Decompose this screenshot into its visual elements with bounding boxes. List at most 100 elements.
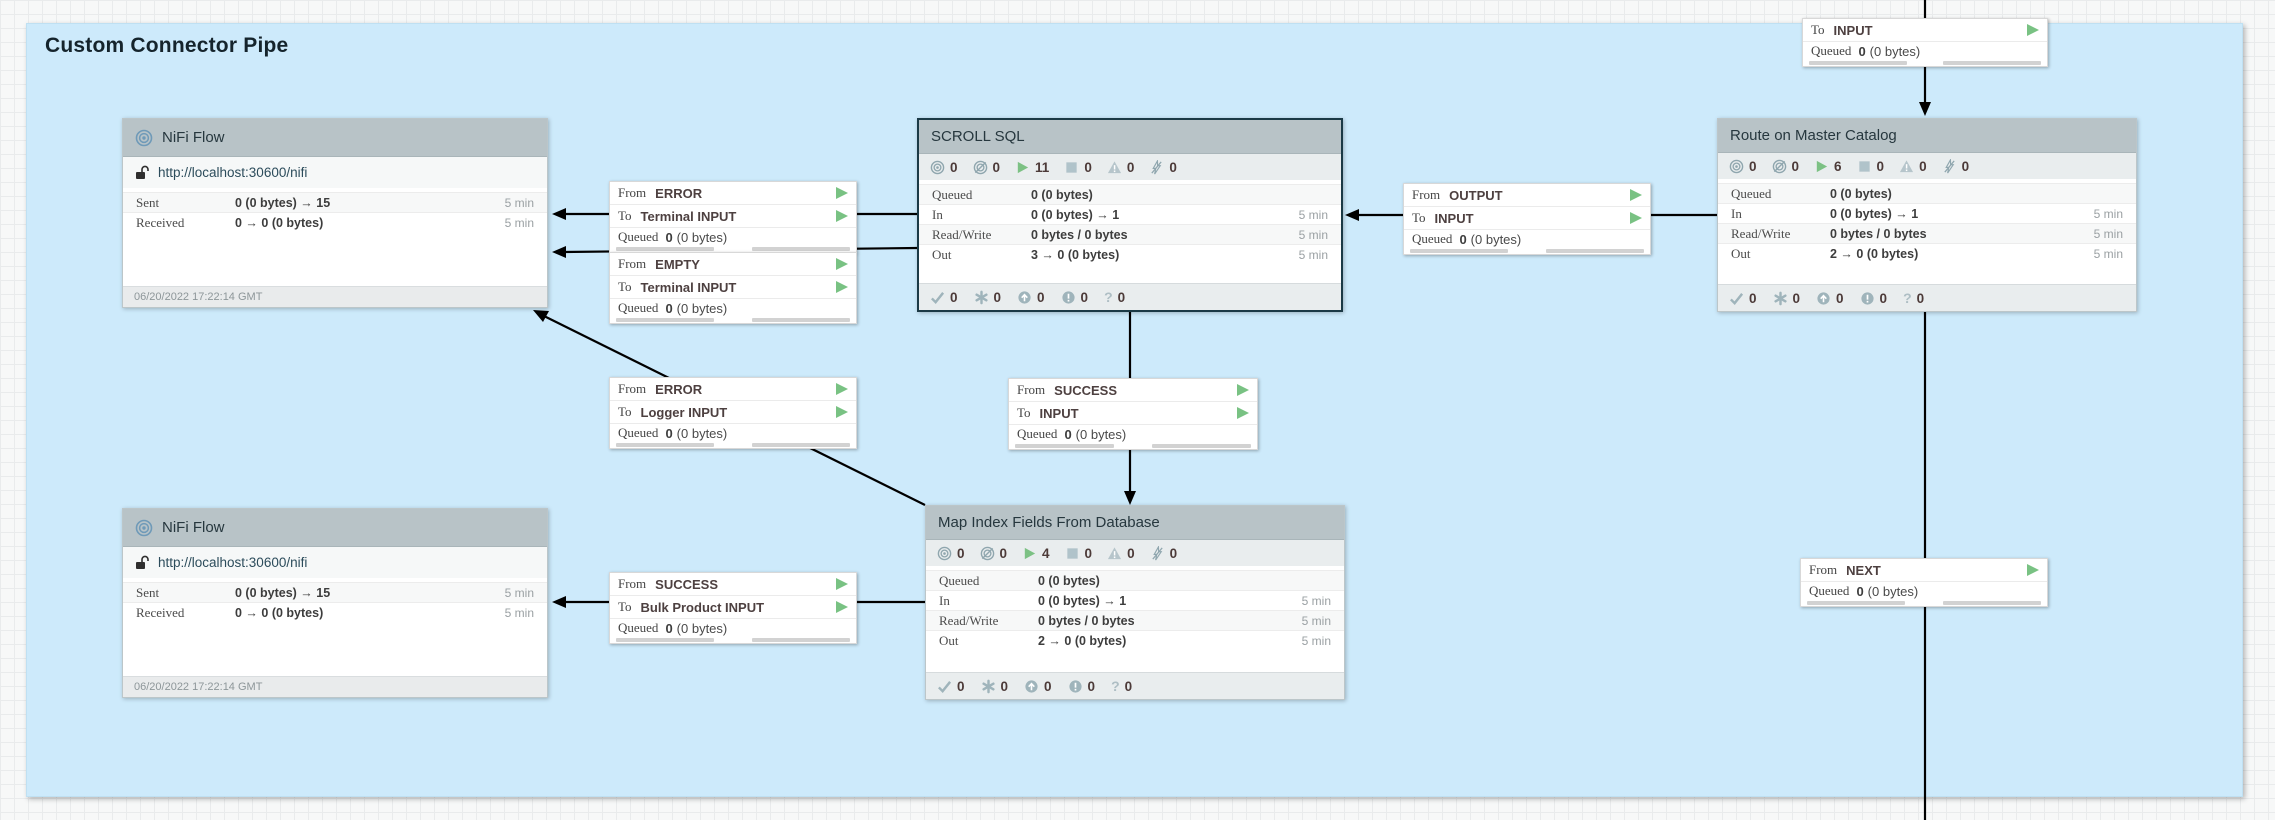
crossed-lightning-icon	[1151, 159, 1163, 174]
process-group-header: Map Index Fields From Database	[926, 506, 1344, 540]
stopped-icon	[1066, 161, 1077, 173]
connection-queued-row: Queued 0 (0 bytes)	[1811, 43, 1921, 59]
warning-triangle-icon	[1108, 546, 1122, 559]
green-arrow-icon	[1630, 212, 1642, 224]
connection-queued-row: Queued 0 (0 bytes)	[1017, 426, 1127, 442]
green-arrow-icon	[836, 406, 848, 418]
process-group-name: SCROLL SQL	[931, 128, 1025, 145]
process-group-name: Map Index Fields From Database	[938, 514, 1160, 531]
not-transmitting-icon	[980, 546, 994, 560]
connection-to-row: To Bulk Product INPUT	[610, 596, 856, 619]
connection-from-next[interactable]: From NEXT Queued 0 (0 bytes)	[1800, 558, 2048, 607]
stale-status: 0	[1816, 291, 1844, 306]
card-spacer	[123, 622, 547, 676]
circle-up-arrow-icon	[1817, 291, 1830, 305]
stat-row-in: In 0 (0 bytes) → 1 5 min	[919, 204, 1341, 224]
remote-process-group-icon	[135, 129, 153, 146]
remote-group-header: NiFi Flow	[123, 509, 547, 547]
running-icon	[1816, 160, 1828, 172]
remote-process-group-nifi-flow-top[interactable]: NiFi Flow http://localhost:30600/nifi Se…	[122, 118, 548, 308]
flow-label-title: Custom Connector Pipe	[45, 34, 289, 57]
stale-status: 0	[1024, 679, 1052, 694]
connection-to-row: To INPUT	[1404, 207, 1650, 230]
connection-queued-row: Queued 0 (0 bytes)	[1412, 231, 1522, 247]
warning-triangle-icon	[1107, 160, 1121, 173]
stopped-icon	[1858, 160, 1870, 172]
invalid-status: 0	[1107, 160, 1134, 175]
not-transmitting-icon	[1772, 159, 1786, 173]
locally-modified-status: 0	[974, 290, 1001, 305]
green-arrow-icon	[2027, 564, 2039, 576]
remote-group-name: NiFi Flow	[162, 129, 225, 146]
remote-process-group-nifi-flow-bottom[interactable]: NiFi Flow http://localhost:30600/nifi Se…	[122, 508, 548, 698]
connection-from-row: From ERROR	[610, 378, 856, 401]
invalid-status: 0	[1107, 546, 1135, 561]
transmitting-status: 0	[937, 546, 965, 561]
question-icon: ?	[1111, 678, 1120, 694]
running-status: 11	[1015, 160, 1049, 175]
running-status: 6	[1814, 159, 1842, 174]
stat-row-received: Received 0 → 0 (0 bytes) 5 min	[123, 602, 547, 622]
connection-queued-row: Queued 0 (0 bytes)	[1809, 583, 1919, 599]
remote-group-refresh-timestamp: 06/20/2022 17:22:14 GMT	[123, 286, 547, 307]
connection-success-input[interactable]: From SUCCESS To INPUT Queued 0 (0 bytes)	[1008, 378, 1258, 450]
queue-capacity-bars	[1801, 599, 2047, 606]
process-group-status-bar: 0 0 11 0 0 0	[919, 154, 1341, 184]
circle-exclamation-icon	[1860, 291, 1874, 305]
process-group-route-on-master-catalog[interactable]: Route on Master Catalog 0 0 6 0 0 0 Queu…	[1717, 118, 2137, 312]
connection-error-logger-input[interactable]: From ERROR To Logger INPUT Queued 0 (0 b…	[609, 377, 857, 449]
not-transmitting-status: 0	[973, 160, 1000, 175]
sync-failure-status: ? 0	[1111, 678, 1133, 694]
stat-row-sent: Sent 0 (0 bytes) → 15 5 min	[123, 582, 547, 602]
process-group-header: Route on Master Catalog	[1718, 119, 2136, 153]
running-icon	[1024, 547, 1036, 559]
transmitting-status: 0	[1729, 159, 1757, 174]
transmitting-icon	[930, 160, 945, 174]
up-to-date-status: 0	[1729, 291, 1757, 306]
stat-row-read-write: Read/Write 0 bytes / 0 bytes 5 min	[1718, 223, 2136, 243]
stale-status: 0	[1017, 290, 1045, 305]
locally-modified-and-stale-status: 0	[1061, 290, 1088, 305]
stat-row-queued: Queued 0 (0 bytes)	[919, 184, 1341, 204]
stat-row-sent: Sent 0 (0 bytes) → 15 5 min	[123, 192, 547, 212]
connection-to-input-top[interactable]: To INPUT Queued 0 (0 bytes)	[1802, 18, 2048, 67]
process-group-status-bar: 0 0 6 0 0 0	[1718, 153, 2136, 183]
connection-from-row: From SUCCESS	[610, 573, 856, 596]
process-group-map-index-fields[interactable]: Map Index Fields From Database 0 0 4 0 0…	[925, 505, 1345, 700]
green-arrow-icon	[1237, 407, 1249, 419]
sync-failure-status: ? 0	[1104, 289, 1126, 305]
green-arrow-icon	[836, 601, 848, 613]
transmitting-status: 0	[930, 160, 958, 175]
locally-modified-status: 0	[981, 679, 1008, 694]
queue-capacity-bars	[610, 245, 856, 252]
process-group-status-bar: 0 0 4 0 0 0	[926, 540, 1344, 570]
connection-from-row: From EMPTY	[610, 253, 856, 276]
version-control-bar: 0 0 0 0 ? 0	[926, 672, 1344, 699]
unlocked-padlock-icon	[136, 555, 149, 569]
asterisk-icon	[1773, 291, 1787, 305]
connection-from-row: From ERROR	[610, 182, 856, 205]
connection-empty-terminal-input[interactable]: From EMPTY To Terminal INPUT Queued 0 (0…	[609, 252, 857, 324]
connection-from-row: From OUTPUT	[1404, 184, 1650, 207]
connection-success-bulk-product-input[interactable]: From SUCCESS To Bulk Product INPUT Queue…	[609, 572, 857, 644]
running-icon	[1017, 161, 1029, 173]
remote-group-refresh-timestamp: 06/20/2022 17:22:14 GMT	[123, 676, 547, 697]
crossed-lightning-icon	[1943, 158, 1955, 173]
remote-group-header: NiFi Flow	[123, 119, 547, 157]
asterisk-icon	[981, 679, 995, 693]
disabled-status: 0	[1942, 158, 1969, 174]
disabled-status: 0	[1149, 159, 1177, 175]
stat-row-read-write: Read/Write 0 bytes / 0 bytes 5 min	[926, 610, 1344, 630]
sync-failure-status: ? 0	[1903, 290, 1925, 306]
connection-error-terminal-input[interactable]: From ERROR To Terminal INPUT Queued 0 (0…	[609, 181, 857, 253]
circle-up-arrow-icon	[1018, 290, 1031, 304]
connection-output-input[interactable]: From OUTPUT To INPUT Queued 0 (0 bytes)	[1403, 183, 1651, 255]
connection-to-row: To Terminal INPUT	[610, 205, 856, 228]
process-group-scroll-sql[interactable]: SCROLL SQL 0 0 11 0 0 0 Queued 0 (0 byte…	[917, 118, 1343, 312]
locally-modified-and-stale-status: 0	[1068, 679, 1095, 694]
queue-capacity-bars	[610, 441, 856, 448]
card-spacer	[919, 264, 1341, 283]
connection-queued-row: Queued 0 (0 bytes)	[618, 229, 728, 245]
stat-row-out: Out 2 → 0 (0 bytes) 5 min	[926, 630, 1344, 650]
stat-row-read-write: Read/Write 0 bytes / 0 bytes 5 min	[919, 224, 1341, 244]
